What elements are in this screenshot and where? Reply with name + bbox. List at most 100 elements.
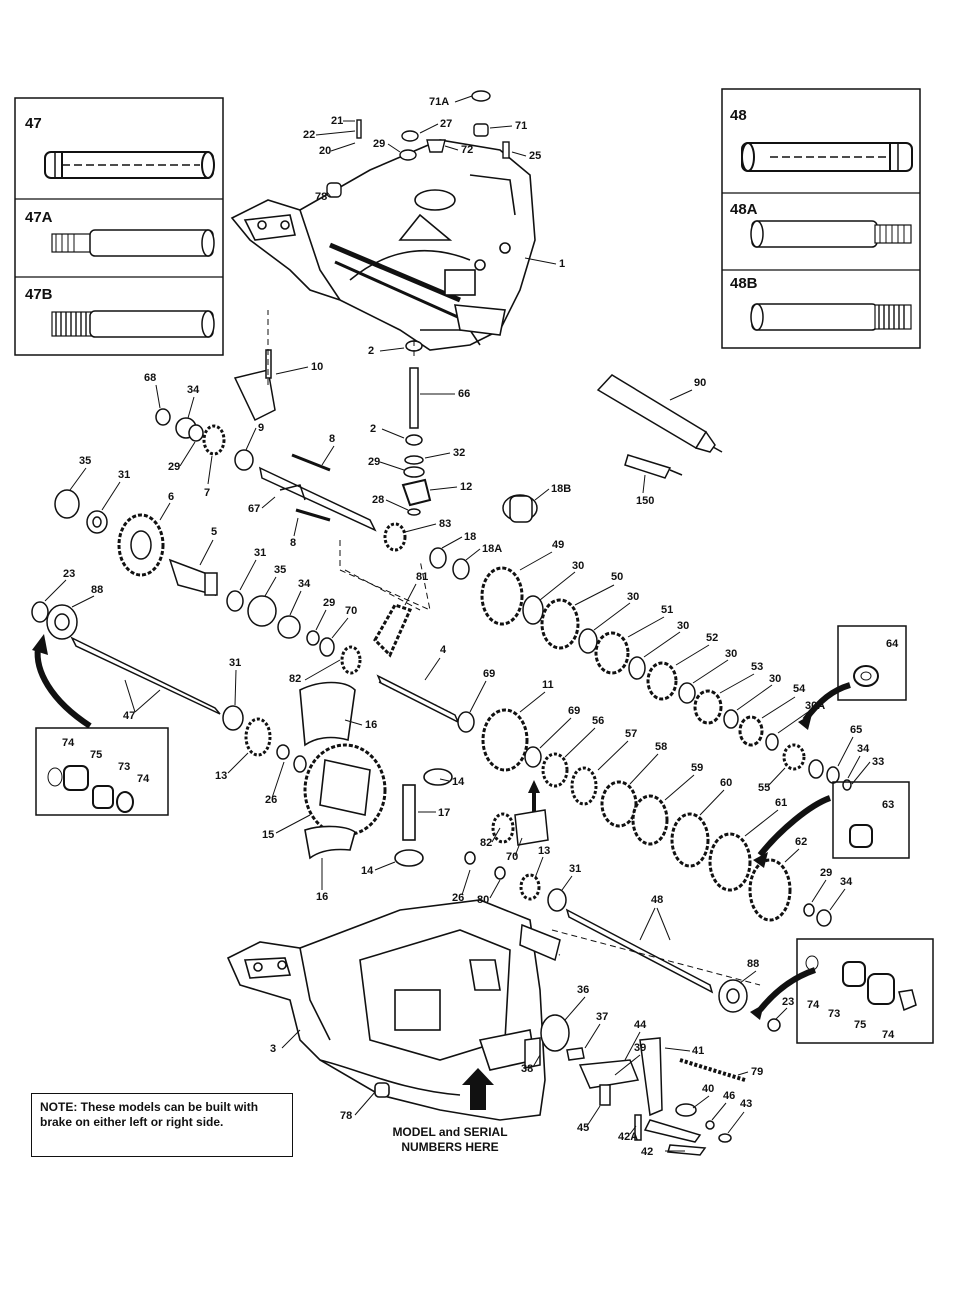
label-26-a: 26 [265, 794, 277, 806]
inset-64: 64 [837, 625, 907, 701]
inset-48b-label: 48B [730, 275, 758, 292]
arrowheads [32, 634, 812, 1020]
grease-tube-90 [596, 374, 723, 479]
note-box: NOTE: These models can be built with bra… [31, 1093, 293, 1157]
axle-inset-left: 47 47A 47B [14, 97, 224, 356]
label-48: 48 [651, 894, 663, 906]
label-68: 68 [144, 372, 156, 384]
label-88-b: 88 [747, 958, 759, 970]
label-30a: 30A [805, 700, 825, 712]
left-gear-stack [31, 408, 362, 773]
label-10: 10 [311, 361, 323, 373]
axle-47b-drawing [51, 310, 215, 338]
drive-chain-81 [373, 603, 413, 658]
label-8-b: 8 [290, 537, 296, 549]
label-82-b: 82 [480, 837, 492, 849]
label-12: 12 [460, 481, 472, 493]
label-60: 60 [720, 777, 732, 789]
label-26-b: 26 [452, 892, 464, 904]
label-30-d: 30 [725, 648, 737, 660]
axle-48a-drawing [750, 220, 912, 248]
bearing-18b [509, 495, 533, 523]
label-16-a: 16 [365, 719, 377, 731]
label-59: 59 [691, 762, 703, 774]
label-34-a: 34 [187, 384, 200, 396]
label-50: 50 [611, 571, 623, 583]
label-31-c: 31 [229, 657, 241, 669]
label-61: 61 [775, 797, 787, 809]
label-4: 4 [440, 644, 447, 656]
right-gear-cascade [376, 494, 852, 1032]
label-80: 80 [477, 894, 489, 906]
label-bearing-left-74a: 74 [62, 737, 75, 749]
label-56: 56 [592, 715, 604, 727]
label-51: 51 [661, 604, 673, 616]
label-45: 45 [577, 1122, 589, 1134]
label-82-a: 82 [289, 673, 301, 685]
label-33: 33 [872, 756, 884, 768]
label-64: 64 [886, 638, 899, 650]
label-29-top: 29 [373, 138, 385, 150]
label-20: 20 [319, 145, 331, 157]
label-30-c: 30 [677, 620, 689, 632]
label-18a: 18A [482, 543, 502, 555]
axle-47a-drawing [51, 229, 215, 257]
inset-bearing-left: 74 75 73 74 [35, 727, 169, 816]
label-43: 43 [740, 1098, 752, 1110]
label-bearing-right-74b: 74 [882, 1029, 895, 1041]
label-70-b: 70 [506, 851, 518, 863]
label-31-d: 31 [569, 863, 581, 875]
model-serial-callout: MODEL and SERIAL NUMBERS HERE [380, 1125, 520, 1155]
label-66: 66 [458, 388, 470, 400]
label-42a: 42A [618, 1131, 638, 1143]
label-30-b: 30 [627, 591, 639, 603]
label-5: 5 [211, 526, 217, 538]
label-55: 55 [758, 782, 770, 794]
inset-63: 63 [832, 781, 910, 859]
shift-shaft-assembly [233, 340, 432, 532]
label-39: 39 [634, 1042, 646, 1054]
axle-inset-right: 48 48A 48B [721, 88, 921, 349]
label-13-b: 13 [538, 845, 550, 857]
label-bearing-left-73: 73 [118, 761, 130, 773]
label-71a: 71A [429, 96, 449, 108]
label-81: 81 [416, 571, 428, 583]
label-29-b: 29 [368, 456, 380, 468]
label-35-a: 35 [79, 455, 91, 467]
label-bearing-left-75: 75 [90, 749, 102, 761]
label-67: 67 [248, 503, 260, 515]
label-65: 65 [850, 724, 862, 736]
label-1: 1 [559, 258, 565, 270]
upper-housing-1 [230, 139, 536, 351]
label-62: 62 [795, 836, 807, 848]
label-71: 71 [515, 120, 527, 132]
label-150: 150 [636, 495, 654, 507]
inset-47b-label: 47B [25, 286, 53, 303]
label-57: 57 [625, 728, 637, 740]
label-2-b: 2 [370, 423, 376, 435]
label-bearing-right-74a: 74 [807, 999, 820, 1011]
label-31-b: 31 [254, 547, 266, 559]
label-70-a: 70 [345, 605, 357, 617]
label-14-a: 14 [452, 776, 465, 788]
label-40: 40 [702, 1083, 714, 1095]
label-78-top: 78 [315, 191, 327, 203]
label-53: 53 [751, 661, 763, 673]
label-27: 27 [440, 118, 452, 130]
model-serial-line2: NUMBERS HERE [401, 1140, 499, 1154]
axle-48b-drawing [750, 303, 912, 331]
label-34-b: 34 [298, 578, 311, 590]
leader-lines [44, 95, 871, 1152]
label-41: 41 [692, 1045, 704, 1057]
label-bearing-right-75: 75 [854, 1019, 866, 1031]
serial-arrow-icon [462, 1068, 494, 1110]
label-63: 63 [882, 799, 894, 811]
label-31-a: 31 [118, 469, 130, 481]
label-46: 46 [723, 1090, 735, 1102]
label-90: 90 [694, 377, 706, 389]
label-34-c: 34 [857, 743, 870, 755]
label-3: 3 [270, 1043, 276, 1055]
label-58: 58 [655, 741, 667, 753]
axle-48-drawing [741, 142, 913, 172]
